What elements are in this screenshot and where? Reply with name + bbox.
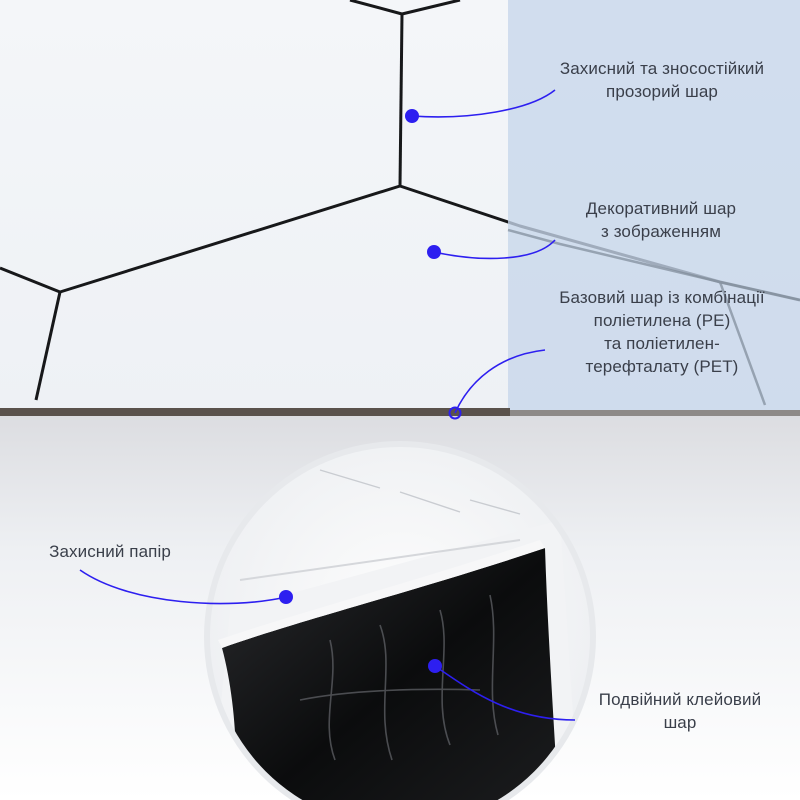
callout-dot-base-layer [448, 406, 462, 420]
callout-dot-protective-layer [405, 109, 419, 123]
callout-dot-adhesive-layer [428, 659, 442, 673]
callout-lines [79, 89, 576, 721]
adhesive-layer-sheet [222, 548, 560, 800]
label-base-layer: Базовий шар із комбінації поліетилена (P… [559, 288, 765, 376]
label-protective-paper: Захисний папір [49, 542, 171, 561]
callout-dot-protective-paper [279, 590, 293, 604]
label-protective-layer: Захисний та зносостійкий прозорий шар [559, 59, 765, 101]
label-decorative-layer: Декоративний шар з зображенням [585, 199, 737, 241]
callout-dot-decorative-layer [427, 245, 441, 259]
layer-edge [0, 408, 510, 416]
label-adhesive-layer: Подвійний клейовий шар [598, 690, 762, 732]
zoom-circle [204, 441, 596, 800]
highlight-panel [508, 0, 800, 412]
